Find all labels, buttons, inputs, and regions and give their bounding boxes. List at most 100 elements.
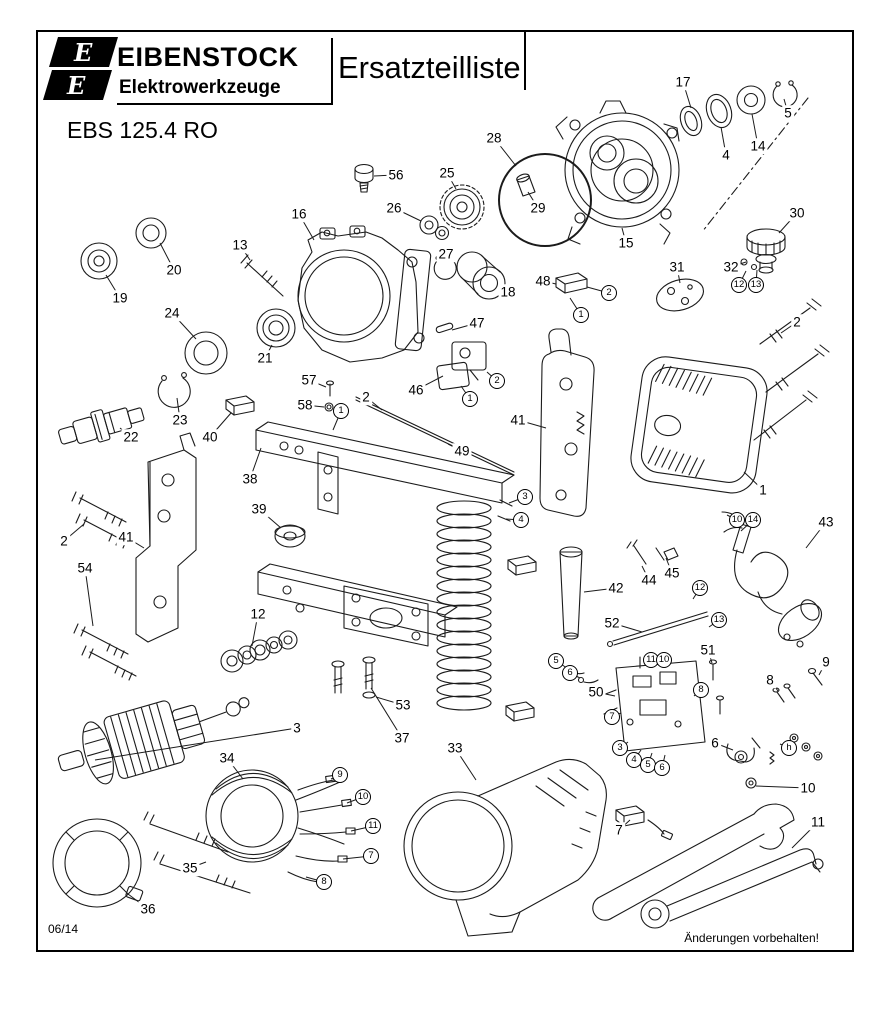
changes-note: Änderungen vorbehalten! [684,931,819,945]
part-callout-circled: 1 [573,307,589,323]
part-callout: 17 [673,74,693,90]
part-callout: 52 [602,615,622,631]
part-callout: 38 [240,471,260,487]
part-callout: 5 [782,105,794,121]
part-callout-circled: 2 [489,373,505,389]
part-callout: 54 [75,560,95,576]
part-callout: 57 [299,372,319,388]
part-callout: 27 [436,246,456,262]
model-number: EBS 125.4 RO [67,117,218,143]
part-callout: 19 [110,290,130,306]
part-callout: 35 [180,860,200,876]
part-callout: 30 [787,205,807,221]
part-callout: 18 [498,284,518,300]
part-callout: 12 [248,606,268,622]
title-box-divider [524,30,526,90]
part-callout: 50 [586,684,606,700]
part-callout-circled: 13 [748,277,764,293]
part-callout: 37 [392,730,412,746]
part-callout: 39 [249,501,269,517]
part-callout-circled: 13 [711,612,727,628]
header-divider-horizontal [117,103,333,105]
logo-letter-bottom: E [66,71,86,100]
part-callout: 56 [386,167,406,183]
part-callout: 46 [406,382,426,398]
part-callout-circled: 10 [355,789,371,805]
part-callout: 16 [289,206,309,222]
part-callout-circled: 9 [332,767,348,783]
part-callout-circled: 4 [513,512,529,528]
part-callout: 32 [721,259,741,275]
document-title: Ersatzteilliste [338,50,521,85]
part-callout: 14 [748,138,768,154]
part-callout: 34 [217,750,237,766]
part-callout: 2 [360,389,372,405]
header-divider-vertical [331,38,333,104]
part-callout: 33 [445,740,465,756]
part-callout: 9 [820,654,832,670]
part-callout: 24 [162,305,182,321]
logo-letter-top: E [73,38,93,67]
part-callout: 42 [606,580,626,596]
part-callout-circled: h [781,740,797,756]
part-callout-circled: 1 [462,391,478,407]
part-callout: 58 [295,397,315,413]
part-callout: 4 [720,147,732,163]
part-callout: 20 [164,262,184,278]
part-callout: 29 [528,200,548,216]
revision-date: 06/14 [48,922,79,936]
part-callout: 1 [757,482,769,498]
page-border [36,30,854,952]
part-callout: 40 [200,429,220,445]
part-callout: 51 [698,642,718,658]
part-callout-circled: 11 [365,818,381,834]
part-callout: 2 [58,533,70,549]
part-callout: 49 [452,443,472,459]
part-callout-circled: 6 [562,665,578,681]
part-callout: 53 [393,697,413,713]
part-callout-circled: 8 [693,682,709,698]
part-callout: 10 [798,780,818,796]
part-callout-circled: 8 [316,874,332,890]
part-callout: 11 [808,814,828,830]
part-callout-circled: 12 [692,580,708,596]
part-callout: 48 [533,273,553,289]
part-callout: 28 [484,130,504,146]
part-callout: 2 [791,314,803,330]
part-callout-circled: 5 [548,653,564,669]
part-callout-circled: 3 [612,740,628,756]
part-callout: 31 [667,259,687,275]
eibenstock-logo: E E [43,37,118,100]
part-callout: 41 [116,529,136,545]
part-callout-circled: 3 [517,489,533,505]
part-callout-circled: 12 [731,277,747,293]
part-callout: 21 [255,350,275,366]
part-callout-circled: 1 [333,403,349,419]
part-callout: 6 [709,735,721,751]
brand-name: EIBENSTOCK [117,42,299,72]
part-callout: 47 [467,315,487,331]
part-callout: 13 [230,237,250,253]
part-callout-circled: 6 [654,760,670,776]
part-callout: 25 [437,165,457,181]
part-callout: 43 [816,514,836,530]
part-callout: 41 [508,412,528,428]
part-callout-circled: 10 [656,652,672,668]
part-callout: 23 [170,412,190,428]
part-callout: 22 [121,429,141,445]
part-callout: 26 [384,200,404,216]
part-callout: 45 [662,565,682,581]
part-callout: 3 [291,720,303,736]
part-callout-circled: 14 [745,512,761,528]
part-callout: 7 [613,822,625,838]
part-callout: 36 [138,901,158,917]
part-callout-circled: 7 [363,848,379,864]
brand-subtitle: Elektrowerkzeuge [119,77,281,98]
part-callout-circled: 7 [604,709,620,725]
part-callout-circled: 2 [601,285,617,301]
part-callout: 8 [764,672,776,688]
part-callout: 15 [616,235,636,251]
part-callout: 44 [639,572,659,588]
